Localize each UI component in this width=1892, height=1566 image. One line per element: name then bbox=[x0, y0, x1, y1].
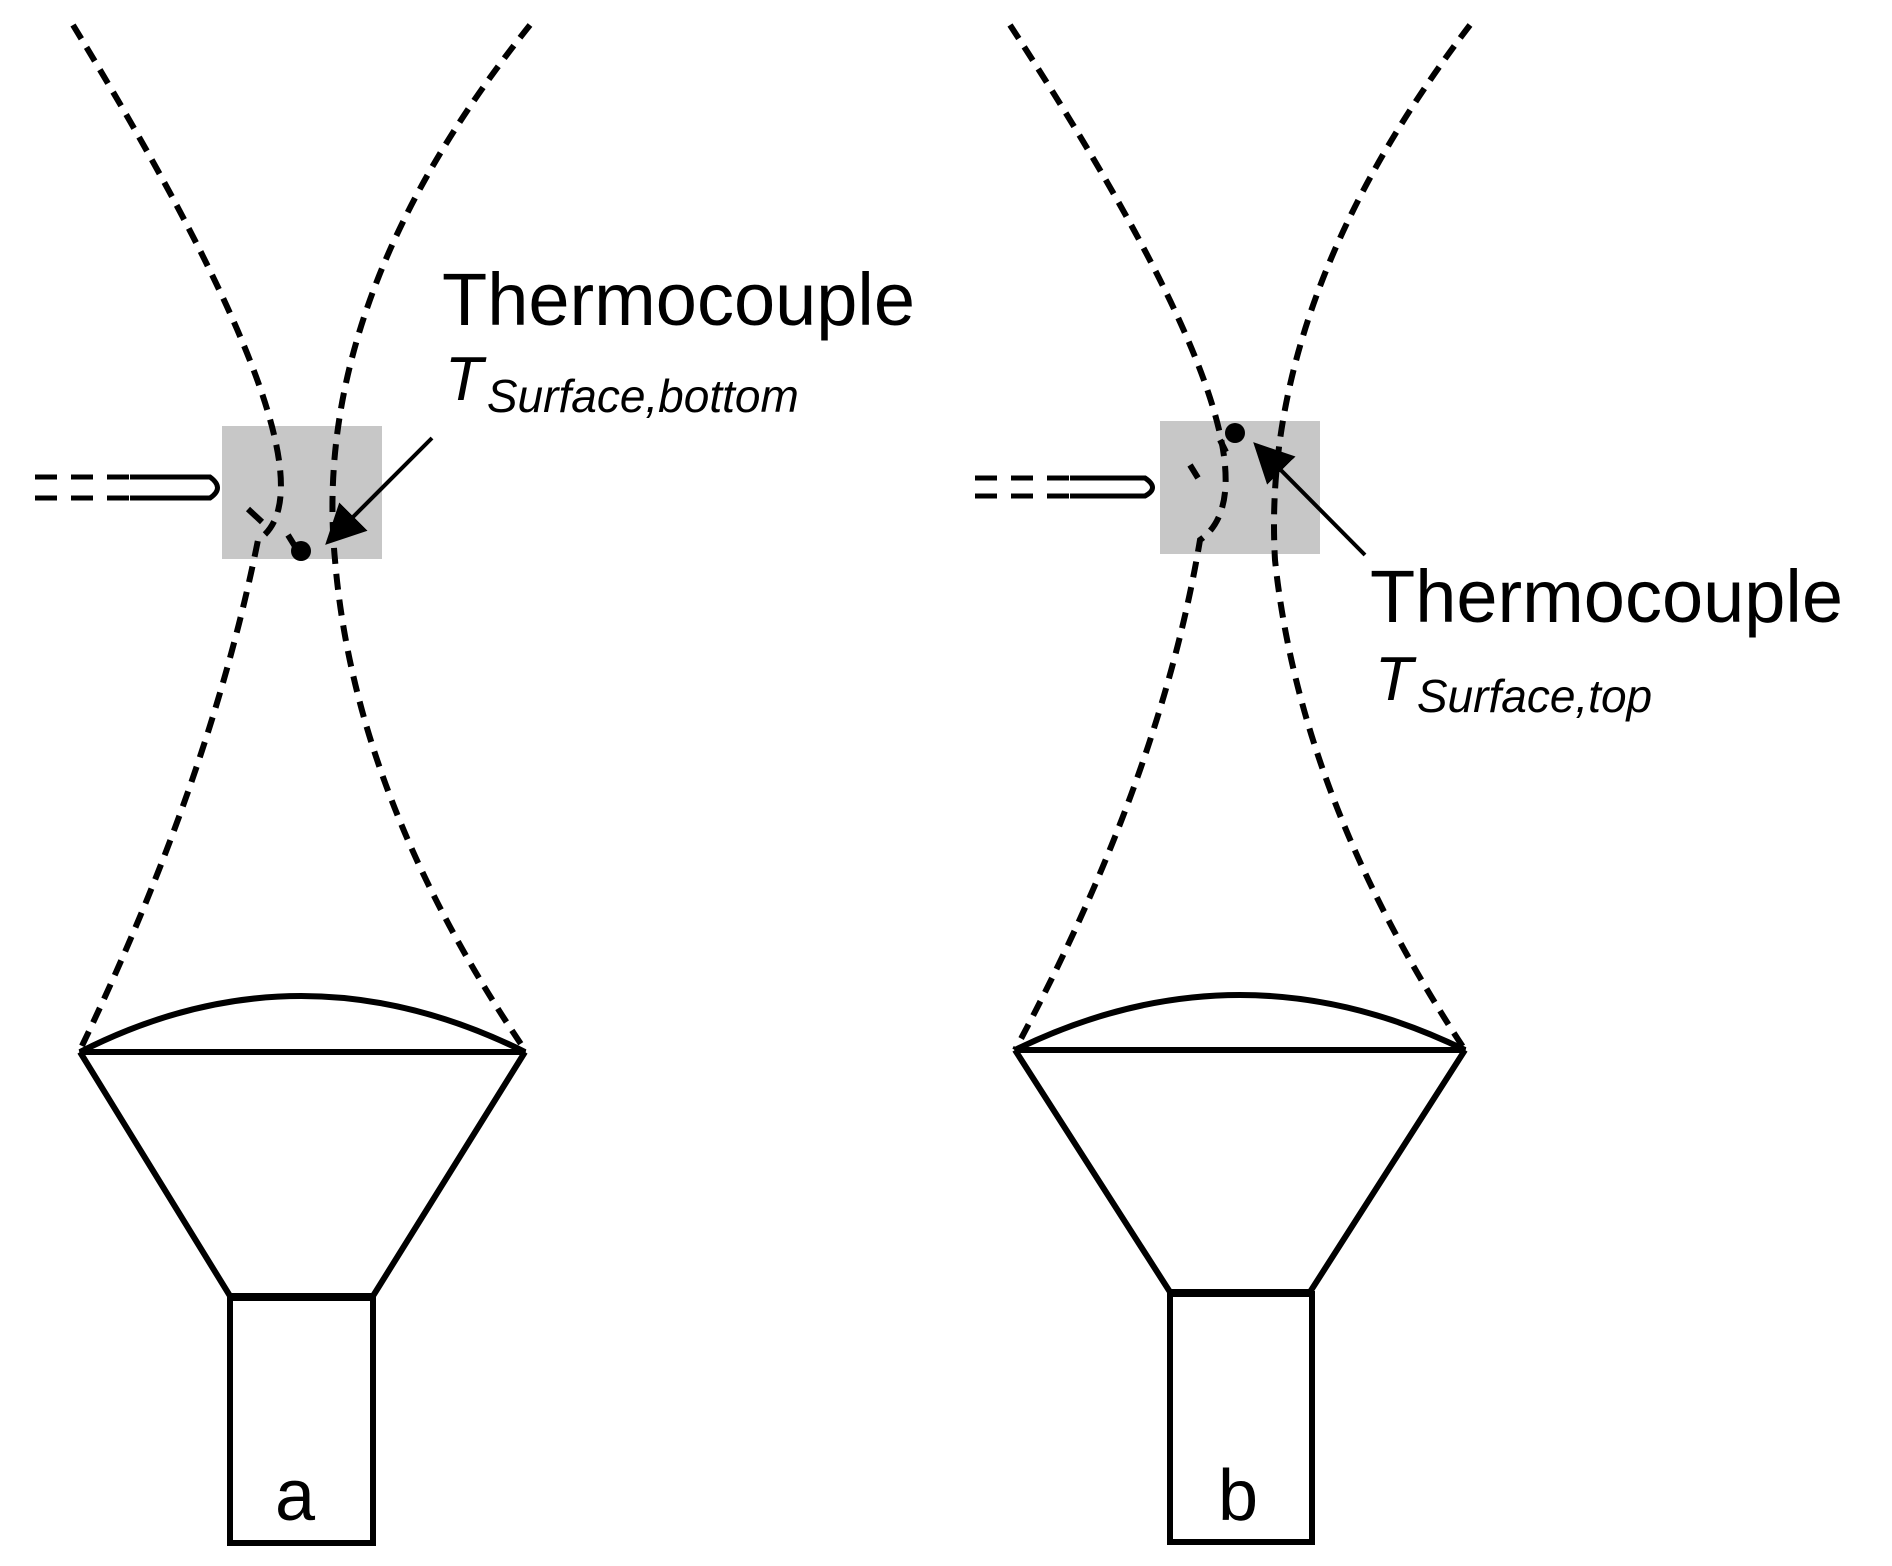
lens bbox=[78, 993, 527, 1055]
laser-housing bbox=[1167, 1291, 1315, 1545]
annotation-title: Thermocouple bbox=[1370, 555, 1843, 638]
symbol-subscript: Surface,bottom bbox=[487, 370, 799, 422]
thermocouple-wire bbox=[1070, 475, 1155, 499]
nozzle-cone bbox=[1012, 1048, 1468, 1295]
beam-left-edge bbox=[1007, 23, 1229, 1052]
beam-left-edge bbox=[70, 23, 284, 1052]
beam-right-edge bbox=[1271, 23, 1473, 1052]
annotation-arrow bbox=[325, 436, 434, 545]
panel-a: Thermocouple TSurface,bottom a bbox=[35, 23, 915, 1546]
annotation-arrow bbox=[1253, 442, 1367, 557]
laser-housing bbox=[227, 1295, 376, 1546]
thermocouple-wire bbox=[130, 474, 220, 501]
thermocouple-junction bbox=[1225, 423, 1245, 443]
lens bbox=[1013, 992, 1467, 1053]
panel-letter: b bbox=[1218, 1456, 1258, 1536]
panel-b: Thermocouple TSurface,top b bbox=[975, 23, 1843, 1545]
annotation-symbol: TSurface,bottom bbox=[445, 345, 799, 422]
thermocouple-wire-dashed bbox=[975, 475, 1070, 499]
thermocouple-junction bbox=[291, 541, 311, 561]
beam-right-edge bbox=[329, 23, 533, 1052]
symbol-subscript: Surface,top bbox=[1417, 670, 1652, 722]
annotation-title: Thermocouple bbox=[442, 258, 915, 341]
symbol-t: T bbox=[1375, 645, 1417, 714]
panel-letter: a bbox=[275, 1456, 316, 1536]
thermocouple-lead-inner bbox=[1217, 438, 1229, 454]
nozzle-cone bbox=[77, 1050, 528, 1299]
sample-block bbox=[222, 426, 382, 559]
symbol-t: T bbox=[445, 345, 487, 414]
thermocouple-lead bbox=[245, 506, 265, 525]
thermocouple-wire-dashed bbox=[35, 474, 130, 501]
annotation-symbol: TSurface,top bbox=[1375, 645, 1652, 722]
thermocouple-lead bbox=[1187, 463, 1201, 480]
